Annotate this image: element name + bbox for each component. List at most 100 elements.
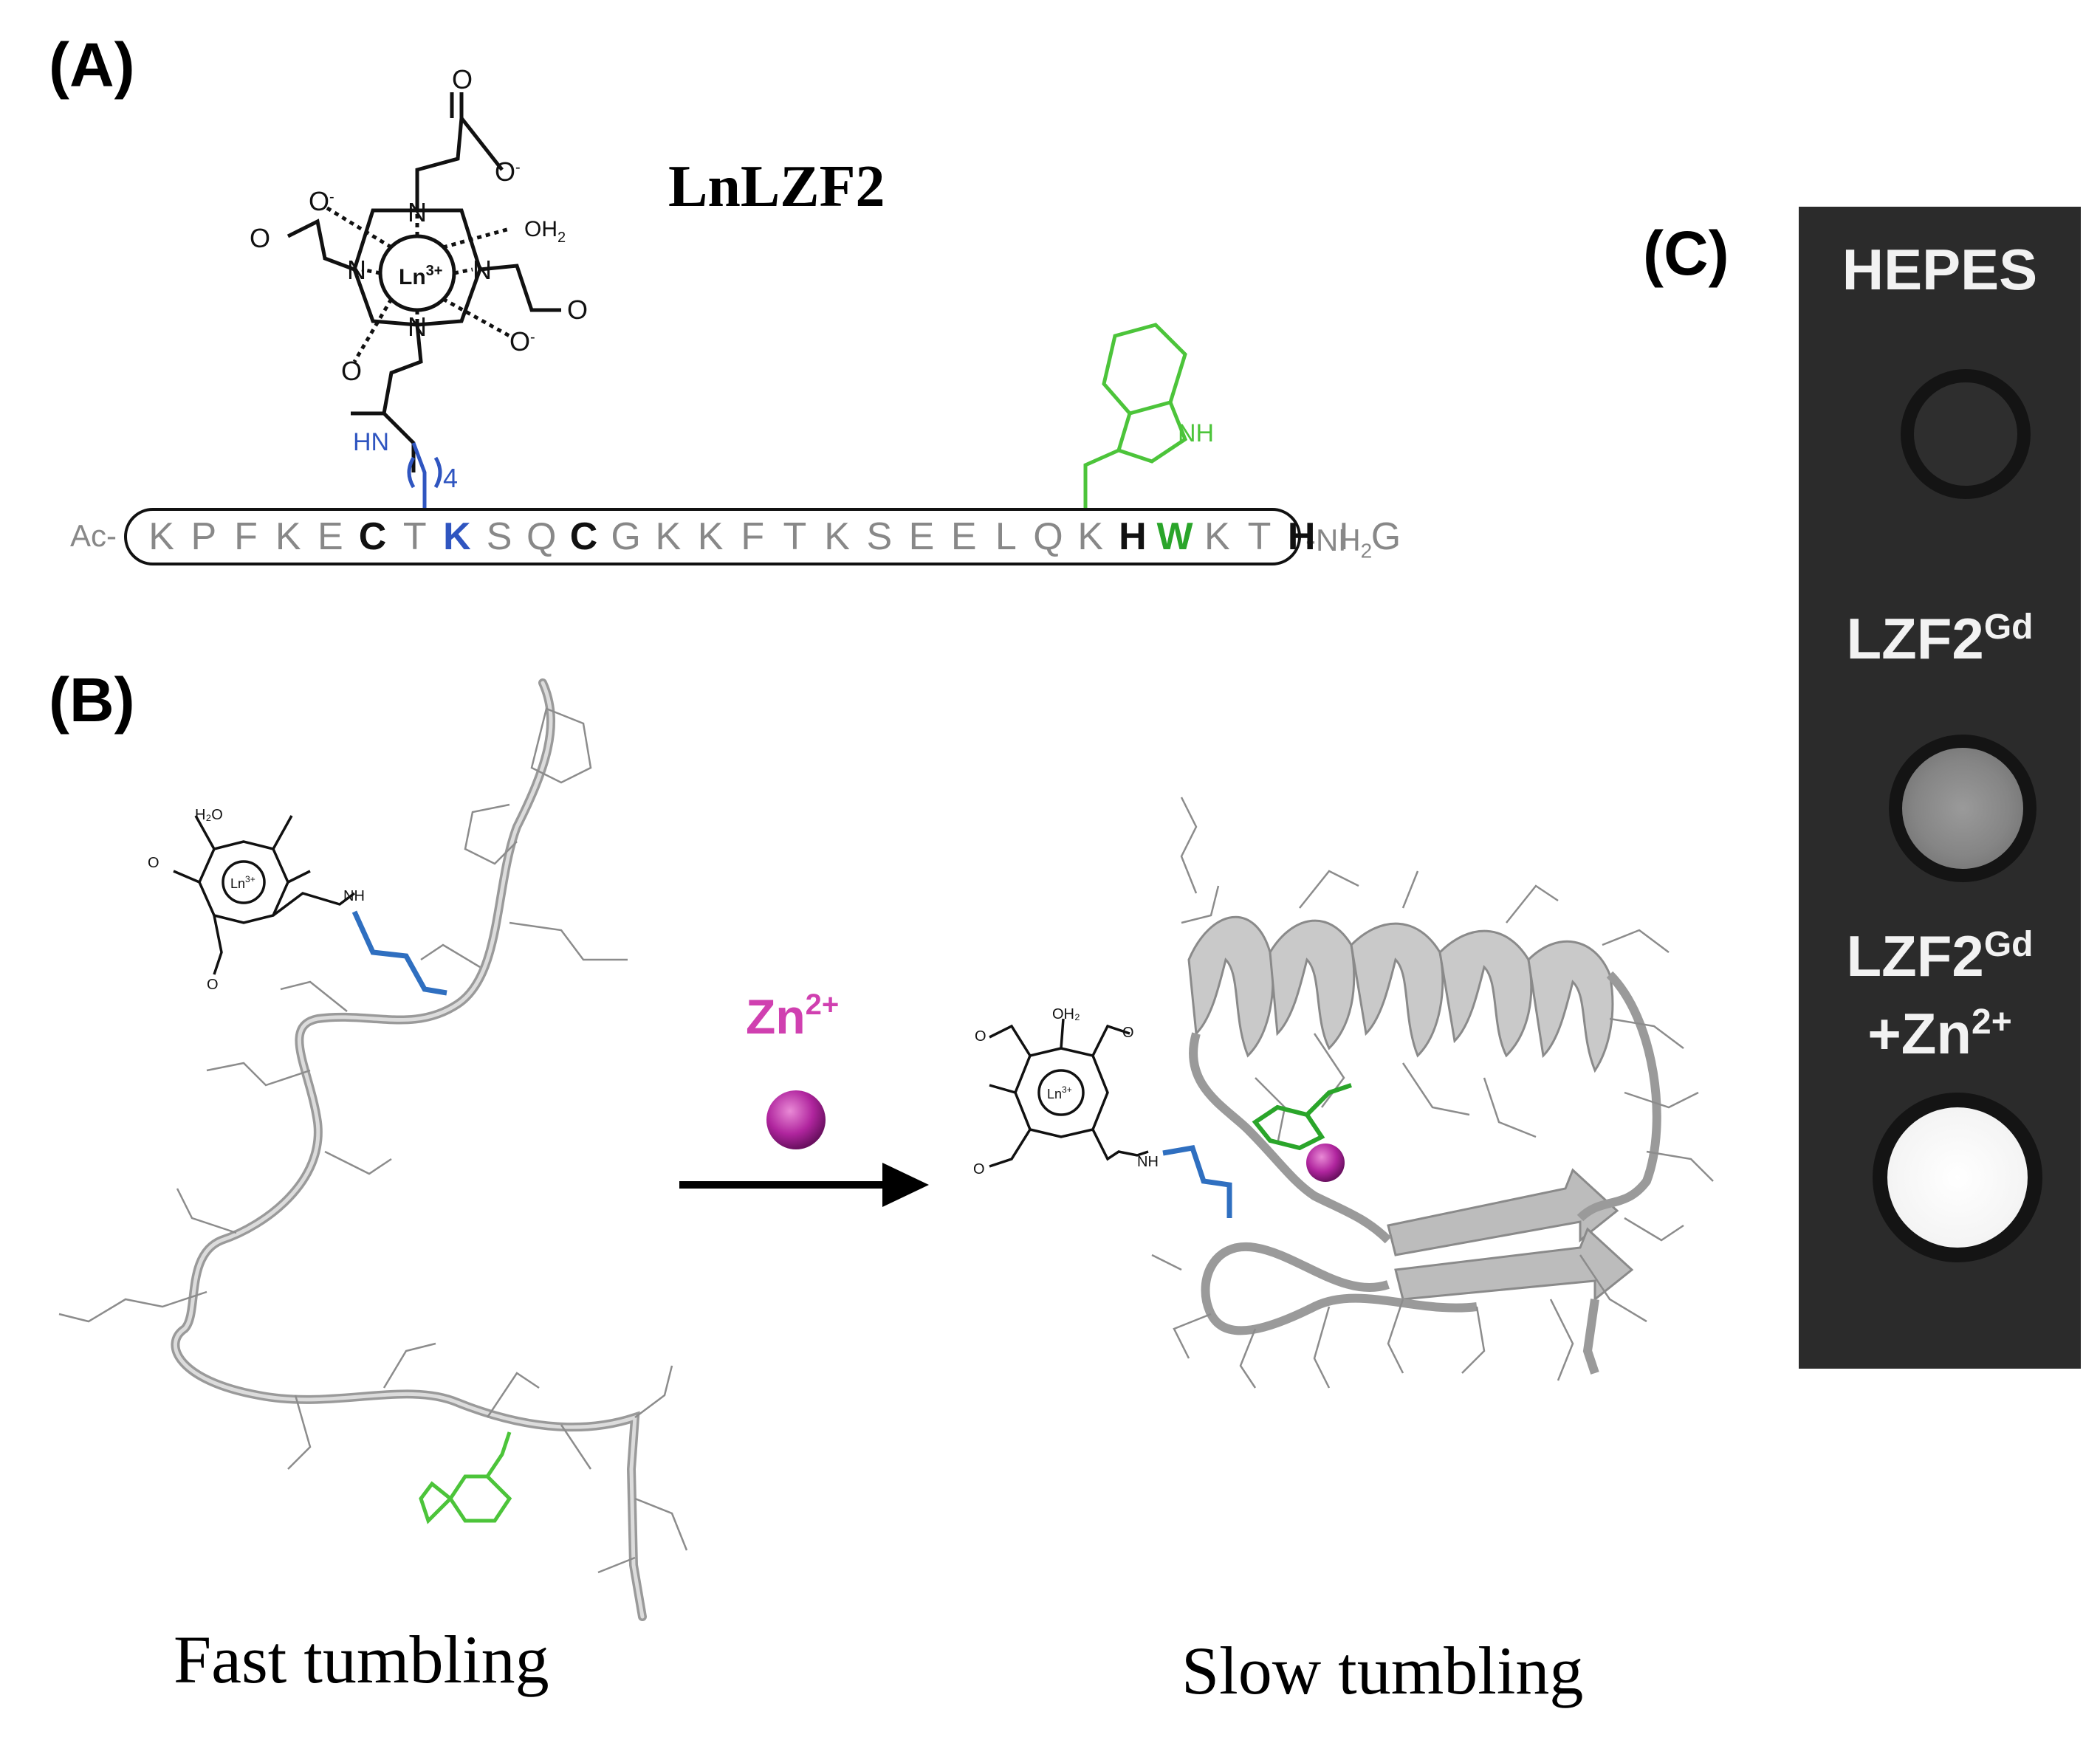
tryptophan-indole-b-left [419,1431,512,1524]
nh-label-b-right: NH [1137,1154,1159,1170]
svg-text:O: O [1122,1025,1134,1041]
svg-text:O: O [207,977,219,993]
residue-23: K [1077,515,1104,558]
residue-12: G [611,515,641,558]
mri-label-lzf2gd-zn-base: LZF2 [1846,924,1984,988]
residue-13: K [655,515,682,558]
residue-8: K [443,515,471,558]
beta-sheet [1387,1168,1634,1302]
mri-label-lzf2gd-sup: Gd [1983,608,2034,647]
panel-a-label: (A) [49,30,135,100]
mri-label-zn-line: +Zn [1867,1001,1972,1066]
residue-17: K [824,515,850,558]
residue-18: S [866,515,893,558]
mri-label-lzf2gd-base: LZF2 [1846,606,1984,671]
nh-label-b-left: NH [343,888,365,904]
mri-label-lzf2gd: LZF2Gd [1799,605,2081,673]
panel-c-label: (C) [1643,219,1729,288]
mri-label-lzf2gd-zn-sup: Gd [1983,925,2034,964]
slow-tumbling-caption: Slow tumbling [1181,1633,1584,1708]
residue-20: E [950,515,977,558]
residue-25: W [1156,515,1193,558]
n-atom-right: N [473,255,492,285]
svg-text:O: O [975,1028,986,1045]
residue-1: K [148,515,174,558]
mri-label-hepes: HEPES [1842,237,2038,302]
mri-label-lzf2gd-zn: LZF2Gd +Zn2+ [1799,912,2081,1067]
zinc-ion-icon [766,1090,826,1149]
fast-tumbling-caption: Fast tumbling [174,1622,549,1697]
o-atom-1: O [452,64,473,94]
n-atom-left: N [347,255,366,285]
residue-10: Q [526,515,557,558]
tryptophan-indole-a [1083,323,1188,508]
water-label-b-right: OH₂ [1052,1006,1080,1022]
mri-phantom-hepes [1901,369,2031,499]
residue-21: L [995,515,1017,558]
o-atom-2: O- [495,157,521,187]
zinc-reagent-label: Zn2+ [746,988,839,1044]
amide-nh-label: HN [353,428,389,456]
svg-text:O: O [973,1161,985,1177]
residue-30: G [1370,515,1401,558]
o-atom-4: O [250,223,270,253]
o-atom-7: O [341,356,362,386]
o-atom-5: O [567,295,588,325]
tryptophan-indole-b-right [1252,1083,1352,1151]
residue-28: H [1287,515,1316,558]
side-chains-left [58,707,688,1574]
residue-22: Q [1033,515,1063,558]
residue-27: T [1247,515,1272,558]
unfolded-backbone [171,678,647,1621]
water-label: OH2 [524,217,566,246]
residue-29: I [1338,515,1350,558]
residue-15: F [741,515,765,558]
reaction-arrow-head [882,1163,929,1207]
indole-nh-label: NH [1178,419,1214,447]
residue-24: H [1119,515,1147,558]
residue-3: F [234,515,258,558]
mri-phantom-strip: HEPES LZF2Gd LZF2Gd +Zn2+ [1799,207,2081,1369]
dota-chelate-a [286,92,561,472]
folded-loop-3 [1201,1242,1478,1335]
lysine-linker-b-left [351,910,447,996]
residue-26: K [1204,515,1230,558]
ln-label: Ln3+ [399,263,442,289]
mri-label-zn-sup: 2+ [1972,1003,2012,1042]
chelate-a-atoms: Ln3+ N N N N O O- O- O OH2 O O- O [250,64,588,386]
residue-11: C [569,515,598,558]
dota-chelate-b-right [989,1018,1149,1168]
residue-14: K [697,515,724,558]
linker-count: 4 [443,463,458,493]
c-terminus-label: -NH2 [1305,523,1373,563]
n-atom-top: N [408,197,427,227]
n-terminus-label: Ac- [70,518,117,553]
mri-phantom-lzf2gd-zn [1873,1093,2042,1262]
lysine-linker-a [411,442,427,508]
residue-9: S [486,515,512,558]
svg-text:O: O [148,855,159,871]
lysine-linker-b-right [1162,1145,1232,1218]
o-atom-6: O- [509,326,535,357]
residue-7: T [402,515,427,558]
n-atom-bottom: N [408,312,427,342]
water-label-b-left: H₂O [195,807,223,823]
residue-2: P [191,515,217,558]
side-chains-right [1151,797,1714,1389]
residue-19: E [908,515,935,558]
residue-5: E [318,515,343,558]
mri-phantom-lzf2gd [1889,735,2036,882]
residue-4: K [275,515,301,558]
residue-16: T [783,515,807,558]
compound-title: LnLZF2 [668,154,885,219]
alpha-helix [1187,915,1614,1073]
peptide-sequence-box [124,508,1301,565]
folded-loop-2 [1189,1032,1392,1244]
dota-chelate-b-left [173,815,356,975]
o-atom-3: O- [309,186,334,216]
ln-label-b-right: Ln3+ [1047,1084,1072,1101]
panel-b-label: (B) [49,665,135,735]
ln-label-b-left: Ln3+ [230,874,255,891]
